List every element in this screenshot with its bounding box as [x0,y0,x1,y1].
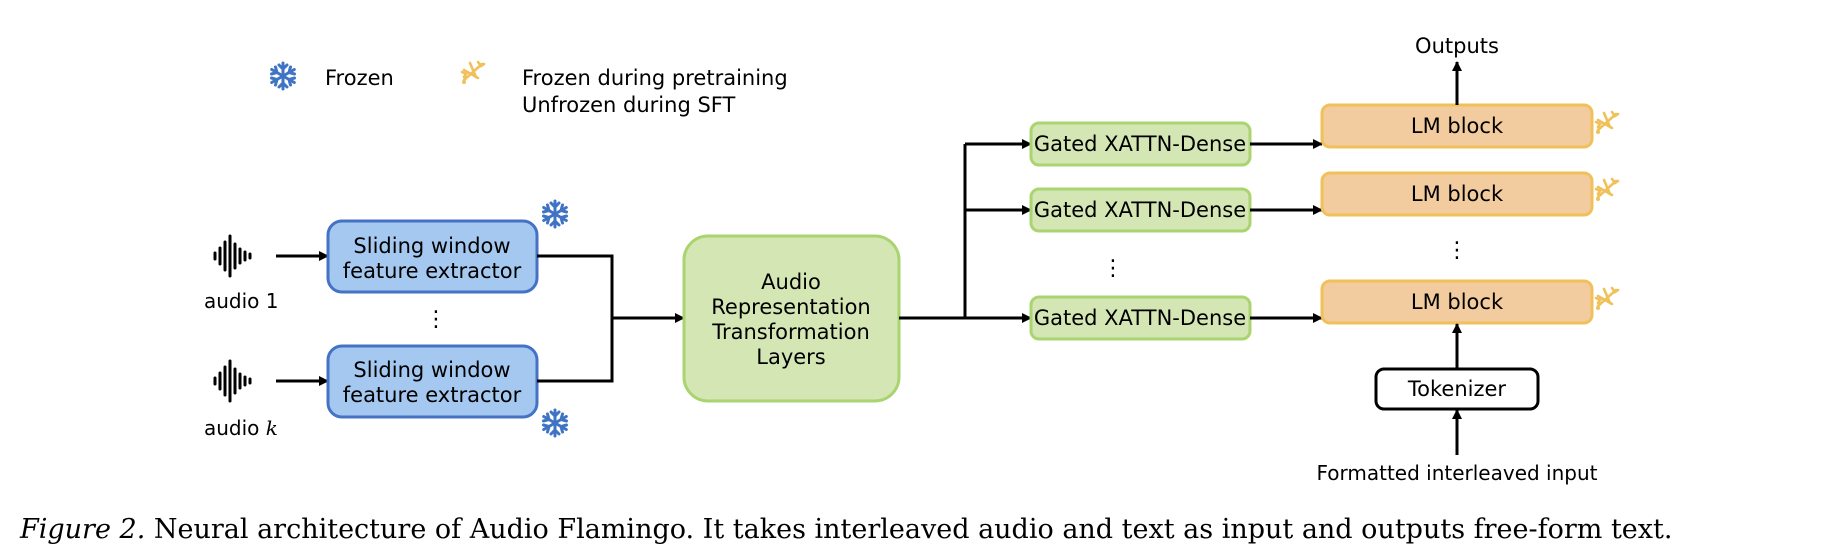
lm-block-label: LM block [1411,182,1504,206]
formatted-input-label: Formatted interleaved input [1316,461,1597,485]
feature-extractor-k: Sliding window feature extractor [326,344,539,419]
caption-text: Neural architecture of Audio Flamingo. I… [145,514,1672,545]
xattn-block-1: Gated XATTN-Dense [1029,121,1252,167]
ellipsis-audio: ⋮ [425,307,447,332]
extractor-1-line1: Sliding window [353,234,510,258]
lm-block-1: LM block [1320,103,1594,149]
feature-extractor-1: Sliding window feature extractor [326,219,539,294]
audio-transformation-layers: Audio Representation Transformation Laye… [682,234,901,403]
extractor-k-line1: Sliding window [353,358,510,382]
xattn-label: Gated XATTN-Dense [1034,198,1246,222]
melting-snowflake-icon [1594,286,1620,312]
tokenizer-label: Tokenizer [1407,377,1507,401]
audio-1-label: audio 1 [204,289,279,313]
tokenizer-box: Tokenizer [1374,367,1540,411]
audio-input-1: audio 1 [204,234,279,313]
legend-partial-label-line2: Unfrozen during SFT [522,93,735,117]
transform-line3: Transformation [711,320,870,344]
melting-snowflake-icon [460,60,486,86]
extractor-1-line2: feature extractor [343,259,522,283]
xattn-label: Gated XATTN-Dense [1034,306,1246,330]
ellipsis-xattn: ⋮ [1102,256,1124,281]
ellipsis-lm: ⋮ [1446,238,1468,263]
extractor-k-line2: feature extractor [343,383,522,407]
lm-block-label: LM block [1411,114,1504,138]
snowflake-icon [542,408,568,438]
lm-block-label: LM block [1411,290,1504,314]
outputs-label: Outputs [1415,34,1499,58]
lm-block-3: LM block [1320,279,1594,325]
waveform-icon [213,359,252,403]
fanout-connector [899,144,967,320]
transform-line4: Layers [756,345,826,369]
snowflake-icon [270,61,296,91]
legend: Frozen Frozen during pretraining Unfroze… [270,60,788,117]
transform-line2: Representation [711,295,871,319]
xattn-label: Gated XATTN-Dense [1034,132,1246,156]
lm-block-2: LM block [1320,171,1594,217]
xattn-block-2: Gated XATTN-Dense [1029,187,1252,233]
transform-line1: Audio [761,270,821,294]
legend-partial-label-line1: Frozen during pretraining [522,66,788,90]
snowflake-icon [542,199,568,229]
figure-caption: Figure 2. Neural architecture of Audio F… [19,514,1672,545]
legend-frozen-label: Frozen [325,66,394,90]
xattn-block-3: Gated XATTN-Dense [1029,295,1252,341]
merge-connector [537,254,614,383]
audio-k-label: audio k [204,416,278,440]
waveform-icon [213,234,252,278]
audio-input-k: audio k [204,359,278,440]
caption-prefix: Figure 2. [19,514,145,545]
melting-snowflake-icon [1594,110,1620,136]
melting-snowflake-icon [1594,177,1620,203]
